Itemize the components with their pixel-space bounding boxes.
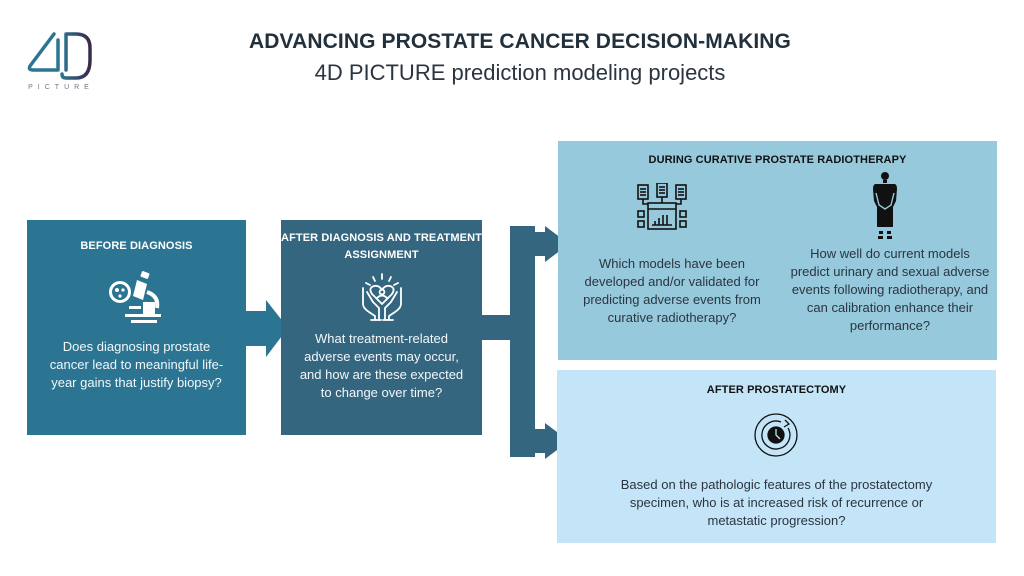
branch-stem [482,315,512,340]
logo-subtext: PICTURE [28,84,94,91]
page-subtitle: 4D PICTURE prediction modeling projects [314,60,726,85]
stage-question-calibration: How well do current models predict urina… [790,246,990,333]
hands-heart-icon [362,273,402,321]
stage-question: What treatment-related adverse events ma… [299,331,464,400]
stage-question-models: Which models have been developed and/or … [583,256,761,325]
stage-after-prostatectomy: AFTER PROSTATECTOMY Based on the patholo… [557,370,996,543]
page-title: ADVANCING PROSTATE CANCER DECISION-MAKIN… [249,30,791,53]
stage-heading: AFTER PROSTATECTOMY [706,384,847,396]
4d-picture-logo [27,32,92,80]
stage-heading: AFTER DIAGNOSIS AND TREATMENT ASSIGNMENT [281,232,482,261]
stage-heading: DURING CURATIVE PROSTATE RADIOTHERAPY [648,154,907,166]
stage-during-radiotherapy: DURING CURATIVE PROSTATE RADIOTHERAPY Wh… [558,141,997,360]
stage-question: Does diagnosing prostate cancer lead to … [49,339,224,390]
stage-before-diagnosis: BEFORE DIAGNOSIS Does diagnosing prostat… [27,220,246,435]
model-dashboard-icon [637,183,687,230]
stage-after-diagnosis: AFTER DIAGNOSIS AND TREATMENT ASSIGNMENT… [281,220,482,435]
clock-recurrence-icon [754,413,798,457]
stage-heading: BEFORE DIAGNOSIS [80,240,193,252]
stage-question: Based on the pathologic features of the … [620,477,933,528]
branch-vertical [510,226,535,457]
microscope-icon [109,271,161,323]
patient-figure-icon [873,172,897,239]
